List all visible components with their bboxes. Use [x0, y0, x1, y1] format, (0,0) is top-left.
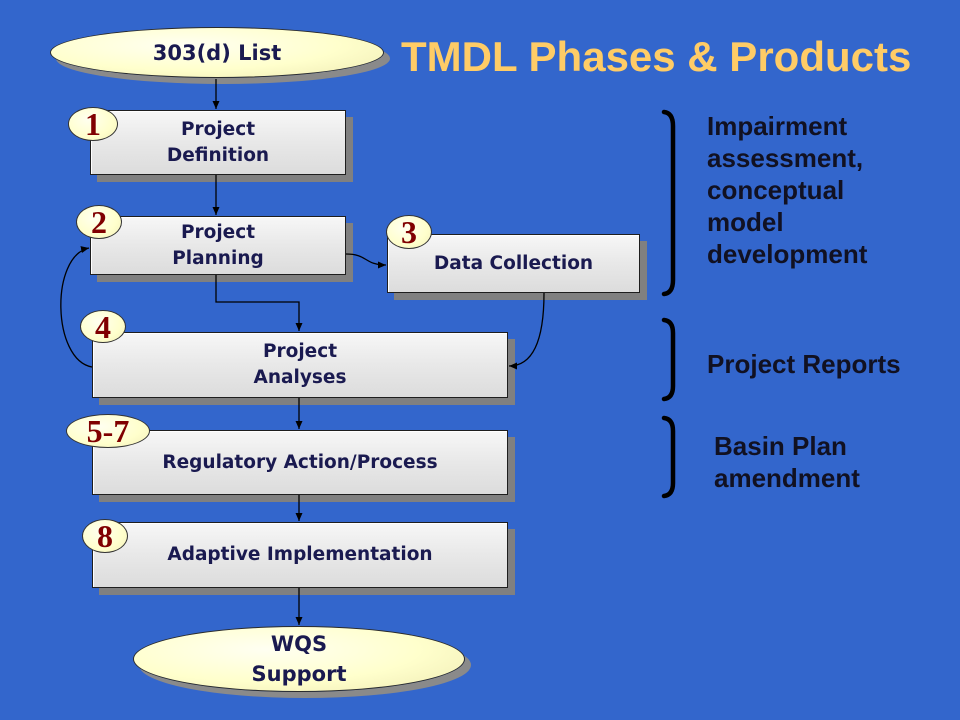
phase-label-line: Project	[180, 118, 256, 140]
phase-label-line: Regulatory Action/Process	[162, 451, 438, 473]
phase-number-badge: 8	[82, 519, 128, 553]
phase-label-line: Analyses	[253, 367, 347, 388]
phase-number-badge: 5-7	[66, 414, 150, 448]
phase-label-line: Planning	[172, 247, 264, 269]
product-label-impairment-assessment: Impairment assessment, conceptual model …	[707, 110, 867, 270]
arrow-planning-to-data-collection	[345, 253, 387, 269]
product-label-line: Impairment	[707, 111, 848, 141]
arrow-planning-to-analyses	[215, 275, 303, 331]
end-node-wqs-support: WQS Support	[133, 626, 465, 692]
start-node-303d-list: 303(d) List	[50, 27, 384, 78]
product-label-line: model	[707, 207, 784, 237]
phase-label-line: Project	[262, 341, 338, 362]
phase-label-line: Adaptive Implementation	[167, 544, 433, 565]
phase-label-line: Definition	[166, 144, 270, 166]
phase-box-project-definition: Project Definition	[90, 110, 346, 175]
phase-number-badge: 3	[386, 215, 432, 249]
end-node-label-line: Support	[251, 662, 347, 686]
phase-box-project-planning: Project Planning	[90, 216, 346, 275]
product-label-line: assessment,	[707, 143, 864, 173]
product-label-line: Basin Plan	[714, 431, 847, 461]
start-node-label: 303(d) List	[152, 40, 282, 65]
slide-title: TMDL Phases & Products	[401, 33, 912, 80]
phase-box-regulatory-action: Regulatory Action/Process	[92, 430, 508, 495]
phase-box-adaptive-implementation: Adaptive Implementation	[92, 522, 508, 588]
end-node-label-line: WQS	[270, 632, 328, 656]
phase-box-project-analyses: Project Analyses	[92, 332, 508, 398]
product-label-line: amendment	[714, 463, 860, 493]
bracket-basin-plan	[661, 415, 676, 499]
phase-box-data-collection: Data Collection	[387, 234, 640, 293]
product-label-line: Project Reports	[707, 349, 901, 379]
phase-number-badge: 4	[80, 310, 126, 343]
product-label-project-reports: Project Reports	[707, 348, 901, 380]
bracket-project-reports	[661, 317, 676, 402]
product-label-line: development	[707, 239, 868, 269]
arrow-data-collection-to-analyses	[508, 292, 545, 370]
phase-number-badge: 1	[68, 107, 118, 141]
arrow-analyses-back-to-planning	[60, 246, 93, 368]
phase-label-line: Project	[180, 221, 256, 243]
phase-label-line: Data Collection	[433, 252, 594, 274]
phase-number-badge: 2	[76, 205, 122, 239]
product-label-basin-plan: Basin Plan amendment	[714, 430, 860, 494]
product-label-line: conceptual	[707, 175, 845, 205]
bracket-impairment-assessment	[661, 109, 676, 297]
